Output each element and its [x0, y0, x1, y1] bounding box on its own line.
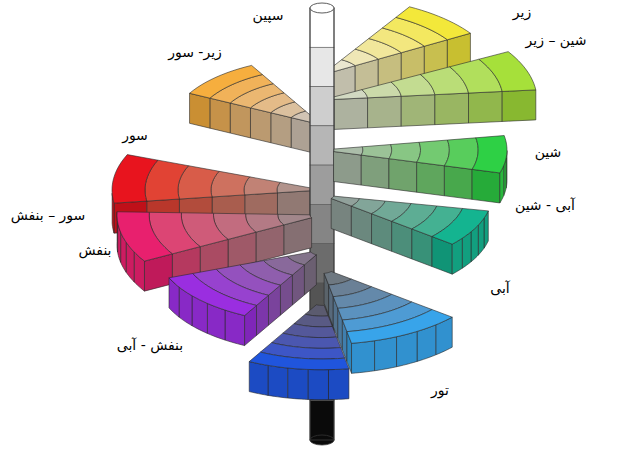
slab-top: [444, 138, 478, 170]
slab-top: [211, 171, 250, 197]
slab-side: [361, 155, 389, 189]
slab-top: [117, 212, 172, 261]
color-label: آبی: [490, 280, 509, 297]
slab-side: [230, 103, 250, 138]
color-label-box: شین – زیر: [526, 32, 587, 49]
slab-side: [472, 169, 500, 203]
slab-side: [444, 166, 472, 200]
slab-side: [469, 91, 503, 123]
slab-side: [368, 96, 402, 128]
slab-side: [334, 151, 362, 185]
color-label-box: زیر: [513, 4, 531, 21]
value-band: [310, 47, 334, 86]
value-band: [310, 401, 334, 440]
value-band: [310, 126, 334, 165]
value-band: [310, 8, 334, 47]
color-label-box: سور – بنفش: [11, 207, 86, 224]
slab-side: [334, 98, 368, 130]
slab-side: [435, 93, 469, 125]
slab-outer: [375, 337, 397, 371]
slab-side: [291, 118, 311, 153]
slab-outer: [397, 331, 418, 366]
slab-outer: [268, 365, 288, 398]
color-label: آبی - شین: [515, 197, 575, 214]
color-label: زیر: [513, 4, 531, 21]
column-top: [310, 3, 334, 13]
slab-top: [334, 147, 363, 155]
slab-side: [271, 113, 291, 148]
value-band: [310, 204, 334, 243]
slab-top: [244, 177, 280, 195]
slab-side: [250, 108, 270, 143]
color-label-box: بنفش: [78, 242, 111, 259]
slab-side: [389, 159, 417, 193]
slab-top: [112, 155, 158, 204]
slab-outer: [352, 341, 375, 374]
slab-outer: [308, 369, 329, 399]
color-label: بنفش - آبی: [117, 337, 183, 354]
value-band: [310, 87, 334, 126]
color-label-box: شین: [535, 144, 562, 161]
hue-slab: [332, 52, 535, 130]
slab-top: [361, 145, 391, 159]
color-label: سپین: [253, 7, 284, 24]
color-label: بنفش: [78, 242, 111, 259]
color-label: شین – زیر: [526, 32, 587, 49]
color-label: شین: [535, 144, 562, 161]
color-label: زیر- سور: [168, 44, 222, 61]
slab-side: [401, 95, 435, 127]
slab-outer: [249, 362, 268, 396]
color-label-box: آبی - شین: [515, 197, 575, 214]
slab-top: [249, 352, 349, 370]
slab-top: [472, 136, 507, 173]
slab-top: [347, 310, 452, 344]
slab-top: [432, 208, 488, 244]
slab-top: [396, 7, 470, 40]
slab-side: [502, 90, 536, 122]
slab-outer: [225, 310, 245, 345]
color-label-box: آبی: [490, 280, 509, 297]
hue-slab: [328, 7, 470, 102]
slab-top: [278, 214, 312, 225]
slab-outer: [288, 368, 308, 399]
hue-slab: [249, 305, 349, 400]
slab-top: [332, 90, 367, 100]
color-label-box: سور: [122, 127, 148, 144]
slab-top: [479, 52, 536, 92]
slab-top: [305, 305, 328, 316]
color-label: سور – بنفش: [11, 207, 86, 224]
slab-side: [210, 98, 230, 133]
color-label-box: بنفش - آبی: [117, 337, 183, 354]
slab-top: [190, 65, 263, 98]
value-band: [310, 165, 334, 204]
slab-top: [389, 142, 421, 162]
color-label: تور: [431, 382, 449, 399]
color-label-box: سپین: [253, 7, 284, 24]
color-label-box: زیر- سور: [168, 44, 222, 61]
slab-top: [277, 182, 311, 192]
slab-top: [417, 140, 450, 166]
slab-side: [190, 93, 210, 128]
color-label: سور: [122, 127, 148, 144]
color-label-box: تور: [431, 382, 449, 399]
hue-slab: [334, 136, 507, 203]
slab-top: [169, 274, 256, 316]
slab-side: [417, 162, 445, 196]
hue-slab: [331, 196, 488, 274]
hue-slab: [190, 65, 317, 152]
slab-outer: [328, 369, 348, 400]
